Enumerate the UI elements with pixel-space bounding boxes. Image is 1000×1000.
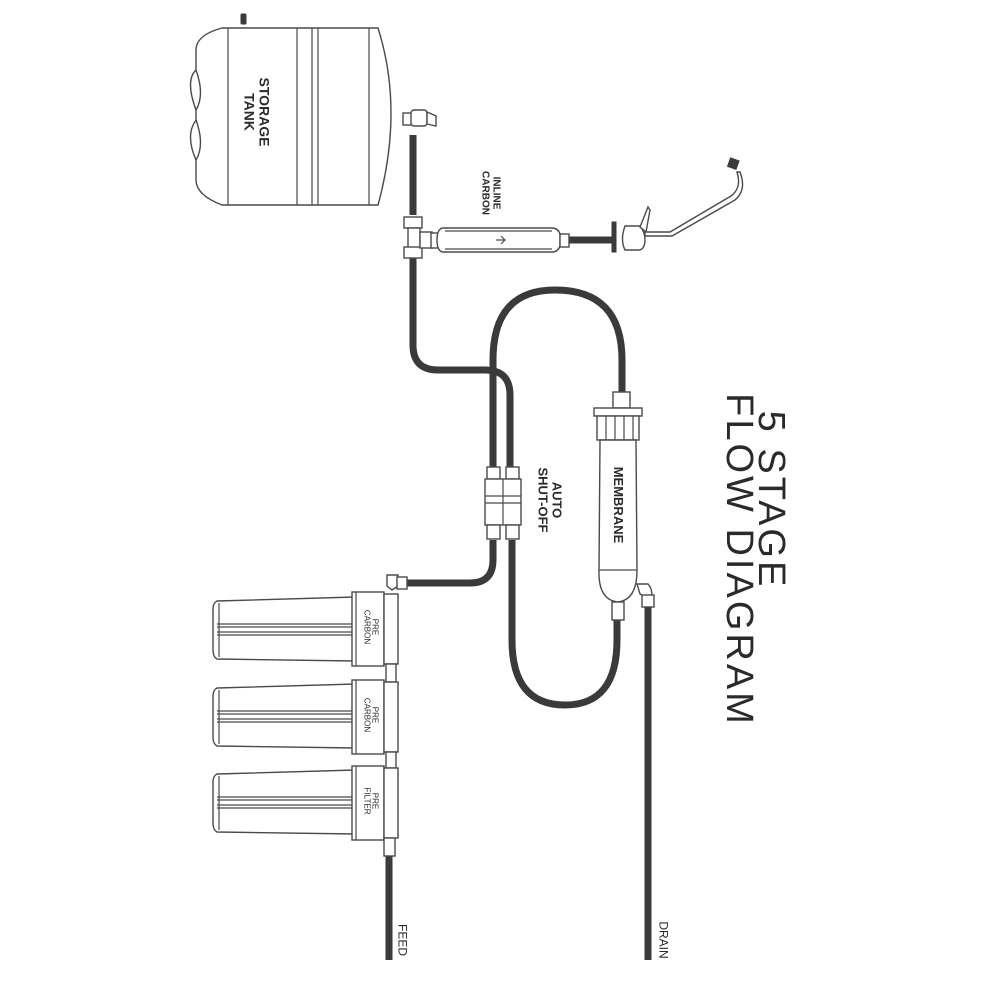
title-line-2: FLOW DIAGRAM bbox=[717, 393, 760, 727]
membrane-label: MEMBRANE bbox=[610, 466, 626, 544]
feed-label: FEED bbox=[395, 923, 410, 957]
pre-filter bbox=[212, 765, 399, 857]
storage-tank-label: STORAGE TANK bbox=[242, 77, 273, 147]
auto-shutoff-valve bbox=[484, 466, 522, 540]
drain-label: DRAIN bbox=[656, 921, 671, 959]
storage-tank bbox=[189, 13, 437, 206]
pre-carbon-filter-2 bbox=[212, 679, 399, 769]
tube-precarbon-to-shutoff bbox=[406, 540, 497, 587]
auto-shutoff-label: AUTO SHUT-OFF bbox=[536, 467, 565, 533]
tube-shutoff-to-membrane bbox=[489, 286, 626, 468]
faucet bbox=[611, 157, 744, 253]
inline-carbon-label: INLINE CARBON bbox=[480, 171, 502, 215]
tee-fitting bbox=[403, 216, 433, 259]
pre-carbon-filter-1 bbox=[212, 574, 408, 683]
pre-carbon-2-label: PRE CARBON bbox=[362, 697, 380, 733]
membrane-housing bbox=[593, 391, 655, 621]
tube-membrane-loop-bottom bbox=[508, 540, 621, 709]
pre-carbon-1-label: PRE CARBON bbox=[362, 609, 380, 645]
pre-filter-label: PRE FILTER bbox=[362, 787, 380, 815]
flow-arrow-icon bbox=[496, 235, 506, 245]
tube-tee-to-shutoff bbox=[409, 255, 514, 468]
inline-carbon-filter bbox=[430, 227, 570, 253]
